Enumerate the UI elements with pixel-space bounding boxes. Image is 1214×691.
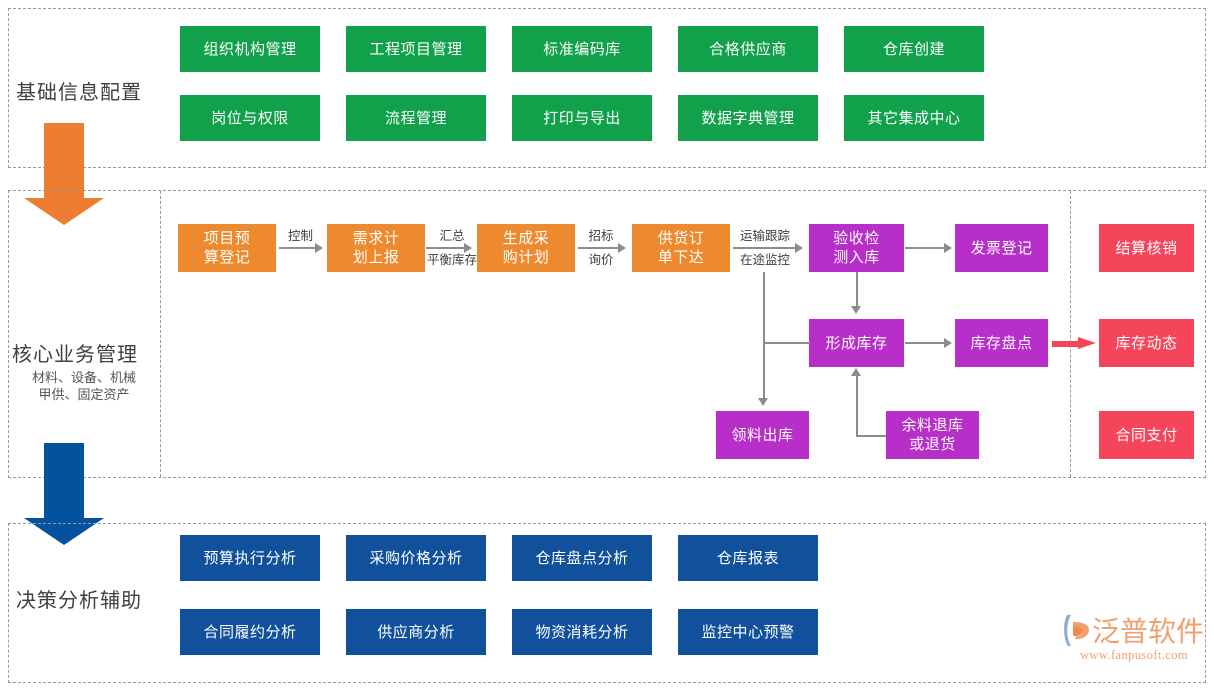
node-standard-coding-library[interactable]: 标准编码库 — [512, 26, 652, 72]
arrow-shaft — [1052, 341, 1080, 347]
divider-core-left — [160, 191, 161, 477]
edge-label-summary: 汇总 — [439, 229, 465, 243]
connector-line — [856, 435, 888, 437]
arrow-head-right-icon — [315, 243, 323, 253]
connector-line — [426, 247, 466, 249]
section-title-basic-info-config: 基础信息配置 — [16, 82, 142, 104]
edge-label-in-transit-monitoring: 在途监控 — [739, 253, 790, 267]
arrow-head-down-icon — [758, 398, 768, 406]
arrow-head — [24, 198, 104, 225]
fanpu-logo-icon — [1062, 613, 1092, 647]
node-data-dictionary-management[interactable]: 数据字典管理 — [678, 95, 818, 141]
node-budget-execution-analysis[interactable]: 预算执行分析 — [180, 535, 320, 581]
divider-core-right — [1070, 191, 1071, 477]
connector-line — [905, 247, 946, 249]
section-core-business-management — [8, 190, 1206, 478]
arrow-shaft — [44, 443, 84, 518]
node-position-and-permission[interactable]: 岗位与权限 — [180, 95, 320, 141]
section-title-core-business-management: 核心业务管理 — [12, 344, 138, 366]
arrow-head-up-icon — [851, 368, 861, 376]
section-subtitle-line-1: 材料、设备、机械 — [31, 370, 136, 385]
node-form-inventory[interactable]: 形成库存 — [809, 319, 904, 367]
node-process-management[interactable]: 流程管理 — [346, 95, 486, 141]
brand-name: 泛普软件 — [1092, 615, 1205, 648]
node-print-and-export[interactable]: 打印与导出 — [512, 95, 652, 141]
arrow-head-right-icon — [795, 243, 803, 253]
node-organization-management[interactable]: 组织机构管理 — [180, 26, 320, 72]
node-supplier-analysis[interactable]: 供应商分析 — [346, 609, 486, 655]
node-invoice-registration[interactable]: 发票登记 — [955, 224, 1048, 272]
node-engineering-project-management[interactable]: 工程项目管理 — [346, 26, 486, 72]
brand-logo-row: 泛普软件 — [1062, 608, 1206, 652]
edge-label-bidding: 招标 — [588, 229, 614, 243]
node-project-budget-registration[interactable]: 项目预 算登记 — [178, 224, 276, 272]
section-basic-info-config — [8, 8, 1206, 168]
arrow-head-right-icon — [464, 243, 472, 253]
node-material-requisition-outbound[interactable]: 领料出库 — [716, 411, 809, 459]
node-warehouse-count-analysis[interactable]: 仓库盘点分析 — [512, 535, 652, 581]
arrow-shaft — [44, 123, 84, 198]
edge-label-balance-inventory: 平衡库存 — [426, 253, 477, 267]
node-acceptance-inspection-inbound[interactable]: 验收检 测入库 — [809, 224, 904, 272]
node-contract-payment[interactable]: 合同支付 — [1099, 411, 1194, 459]
arrow-head-right-icon — [944, 338, 952, 348]
arrow-head — [24, 518, 104, 545]
arrow-head-right-icon — [944, 243, 952, 253]
edge-label-inquiry: 询价 — [588, 253, 614, 267]
section-subtitle-line-2: 甲供、固定资产 — [38, 387, 130, 402]
down-arrow-blue-icon — [24, 443, 104, 545]
connector-line — [733, 247, 796, 249]
node-contract-performance-analysis[interactable]: 合同履约分析 — [180, 609, 320, 655]
connector-line — [763, 272, 765, 343]
section-decision-analysis-support — [8, 523, 1206, 683]
node-supply-order-issue[interactable]: 供货订 单下达 — [632, 224, 730, 272]
node-monitoring-center-alert[interactable]: 监控中心预警 — [678, 609, 818, 655]
node-inventory-dynamics[interactable]: 库存动态 — [1099, 319, 1194, 367]
arrow-head-down-icon — [851, 306, 861, 314]
node-purchase-price-analysis[interactable]: 采购价格分析 — [346, 535, 486, 581]
node-settlement-writeoff[interactable]: 结算核销 — [1099, 224, 1194, 272]
connector-line — [578, 247, 620, 249]
down-arrow-orange-icon — [24, 123, 104, 225]
connector-line — [856, 272, 858, 308]
edge-label-control: 控制 — [287, 229, 313, 243]
node-demand-plan-report[interactable]: 需求计 划上报 — [327, 224, 425, 272]
node-warehouse-creation[interactable]: 仓库创建 — [844, 26, 984, 72]
brand-watermark: 泛普软件 www.fanpusoft.com — [1062, 608, 1206, 670]
node-qualified-supplier[interactable]: 合格供应商 — [678, 26, 818, 72]
node-material-consumption-analysis[interactable]: 物资消耗分析 — [512, 609, 652, 655]
node-inventory-count[interactable]: 库存盘点 — [955, 319, 1048, 367]
arrow-head — [1078, 337, 1096, 349]
node-warehouse-report[interactable]: 仓库报表 — [678, 535, 818, 581]
brand-url: www.fanpusoft.com — [1079, 648, 1189, 662]
connector-line — [763, 342, 810, 344]
node-other-integration-center[interactable]: 其它集成中心 — [844, 95, 984, 141]
connector-line — [763, 342, 765, 400]
node-generate-purchase-plan[interactable]: 生成采 购计划 — [477, 224, 575, 272]
section-title-decision-analysis-support: 决策分析辅助 — [16, 590, 142, 612]
node-surplus-return-or-refund[interactable]: 余料退库 或退货 — [886, 411, 979, 459]
section-subtitle-core-business: 材料、设备、机械 甲供、固定资产 — [14, 369, 154, 403]
connector-line — [856, 375, 858, 436]
edge-label-transport-tracking: 运输跟踪 — [739, 229, 790, 243]
connector-line — [905, 342, 946, 344]
arrow-head-right-icon — [618, 243, 626, 253]
arrow-right-red-icon — [1052, 337, 1096, 350]
connector-line — [279, 247, 317, 249]
